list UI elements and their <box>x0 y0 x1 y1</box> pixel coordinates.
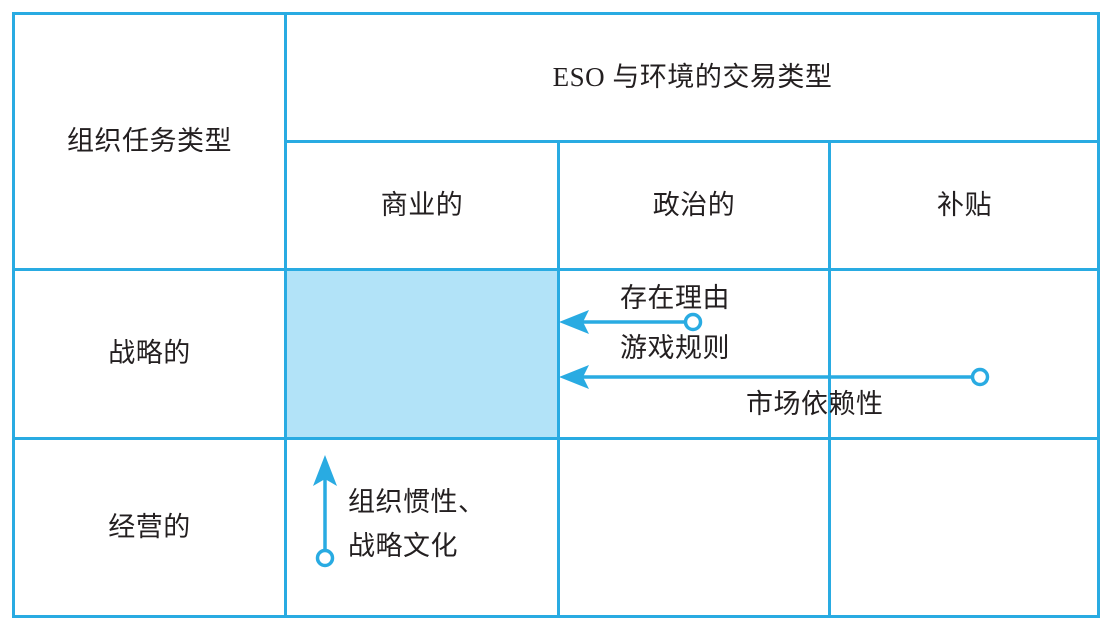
matrix-outer-border <box>12 12 1100 618</box>
rule-header-split <box>287 140 1098 143</box>
column-header-commercial: 商业的 <box>380 190 464 221</box>
rule-between-strategic-and-operational <box>12 437 1100 440</box>
corner-label-organizational-task-type: 组织任务类型 <box>67 125 232 156</box>
annotation-strategic-culture: 战略文化 <box>348 531 458 561</box>
highlighted-cell-commercial-strategic <box>287 271 557 437</box>
column-header-political: 政治的 <box>652 190 736 221</box>
rule-after-commercial-column <box>557 140 560 618</box>
row-header-strategic: 战略的 <box>108 338 191 369</box>
row-header-operational: 经营的 <box>108 512 191 543</box>
annotation-organizational-inertia: 组织惯性、 <box>348 487 486 517</box>
annotation-market-dependence: 市场依赖性 <box>746 389 884 419</box>
annotation-reason-for-existence: 存在理由 <box>620 283 730 313</box>
column-header-subsidy: 补贴 <box>937 190 992 221</box>
annotation-rules-of-game: 游戏规则 <box>620 333 730 363</box>
rule-below-column-headers <box>12 268 1100 271</box>
rule-after-political-column <box>828 140 831 618</box>
rule-after-row-header-column <box>284 12 287 618</box>
column-group-title: ESO 与环境的交易类型 <box>552 61 833 92</box>
